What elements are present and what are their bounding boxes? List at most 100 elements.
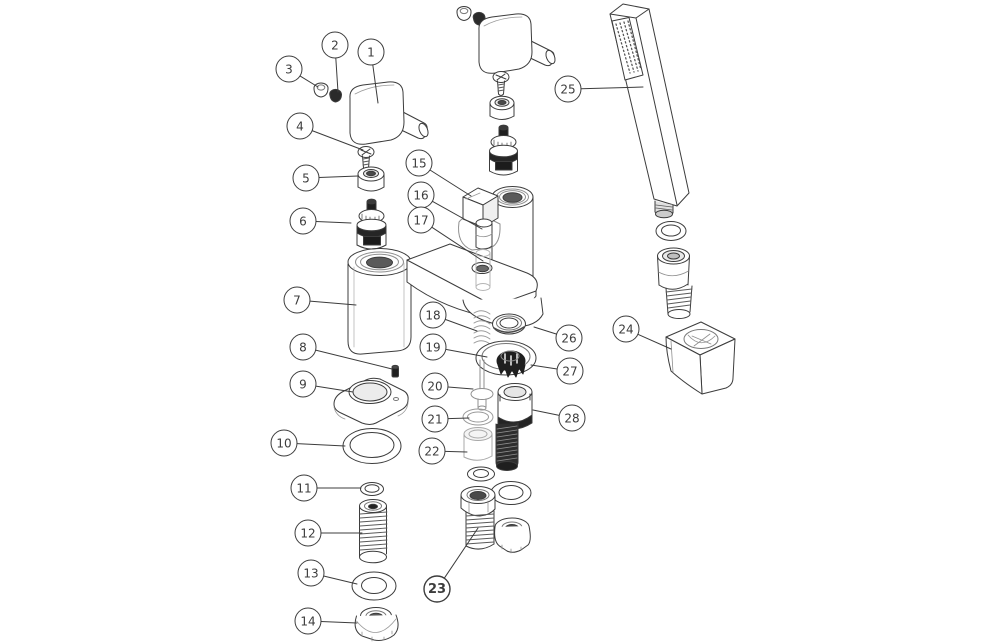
callout-28: 28 [532,404,586,432]
leader-line-3 [299,75,319,88]
callout-number-28: 28 [564,412,579,426]
leader-line-18 [444,318,478,332]
callout-number-24: 24 [618,323,633,337]
callout-number-26: 26 [561,332,576,346]
callout-15: 15 [405,149,472,197]
part-24-wall-bracket [665,321,736,395]
callout-27: 27 [530,357,584,385]
callout-number-15: 15 [411,157,426,171]
callout-circle-23 [423,575,451,603]
part-handset-washer [655,221,687,241]
callout-circle-15 [405,149,433,177]
callout-2: 2 [321,31,349,93]
callout-circle-11 [290,474,318,502]
callout-circle-12 [294,519,322,547]
part-28-hose-connector [495,383,533,471]
callout-7: 7 [283,286,357,314]
callout-19: 19 [419,333,488,361]
callout-13: 13 [297,559,358,587]
callout-10: 10 [270,429,346,457]
leader-line-17 [431,226,484,262]
part-handle-screw-right [492,71,510,96]
leader-line-5 [318,175,359,178]
leader-line-6 [315,221,352,224]
callout-number-16: 16 [413,189,428,203]
callout-number-25: 25 [560,83,575,97]
leader-line-14 [320,621,358,624]
callout-number-14: 14 [300,615,315,629]
callout-4: 4 [286,112,364,151]
part-11-o-ring-small [360,482,384,496]
callout-11: 11 [290,474,362,502]
leader-line-1 [372,64,379,104]
part-hose-nut [657,247,693,319]
leader-line-27 [530,364,558,370]
part-indicator-button-right [456,6,472,21]
part-26-spout-ring [492,313,526,335]
part-3-indicator-button [313,82,329,98]
leader-line-7 [309,300,357,306]
callout-circle-5 [292,164,320,192]
part-cap-ring-right [489,95,515,120]
part-13-washer [351,571,397,601]
leader-line-25 [580,86,644,90]
callout-number-20: 20 [427,380,442,394]
leader-line-23 [443,527,479,579]
part-2-button-cap [329,88,342,103]
callout-24: 24 [612,315,672,350]
leader-line-13 [323,575,358,585]
callout-circle-13 [297,559,325,587]
part-17-diverter-stem [475,249,491,291]
callout-number-2: 2 [331,39,339,53]
callout-circle-1 [357,38,385,66]
callout-circle-10 [270,429,298,457]
callout-3: 3 [275,55,319,88]
callout-22: 22 [418,437,468,465]
part-23-fixing-kit [460,481,532,554]
callout-number-5: 5 [302,172,310,186]
part-7-body [347,186,544,355]
callout-circle-2 [321,31,349,59]
callout-circle-8 [289,333,317,361]
callout-number-11: 11 [296,482,311,496]
part-6-cartridge [356,198,387,250]
callout-circle-26 [555,324,583,352]
callout-17: 17 [407,206,484,262]
callout-26: 26 [533,324,583,352]
callout-circle-14 [294,607,322,635]
part-25-handset [609,3,690,219]
leader-line-28 [532,409,560,416]
part-handle-right [478,13,556,74]
callout-circle-27 [556,357,584,385]
callout-number-1: 1 [367,46,375,60]
callout-20: 20 [421,372,474,400]
callout-number-4: 4 [296,120,304,134]
part-10-o-ring-large [342,428,402,464]
leader-line-19 [445,348,488,358]
part-cartridge-right [489,124,518,176]
leader-line-22 [444,450,468,453]
part-washer-mid [467,466,495,482]
callout-number-6: 6 [299,215,307,229]
callout-number-18: 18 [425,309,440,323]
callout-number-3: 3 [285,63,293,77]
part-4-handle-screw [357,146,375,170]
part-21-o-ring [462,408,494,426]
part-12-threaded-tail [359,499,388,564]
callout-5: 5 [292,164,359,192]
callout-circle-22 [418,437,446,465]
callout-circle-28 [558,404,586,432]
callout-circle-6 [289,207,317,235]
part-16-diverter-plunger [475,218,493,250]
callout-number-17: 17 [413,214,428,228]
callout-8: 8 [289,333,393,370]
callout-16: 16 [407,181,483,230]
callout-circle-7 [283,286,311,314]
part-15-diverter-knob [458,187,501,251]
leader-line-8 [315,349,393,370]
part-20-valve-stem [470,359,494,411]
callout-9: 9 [289,370,354,398]
callout-circle-9 [289,370,317,398]
